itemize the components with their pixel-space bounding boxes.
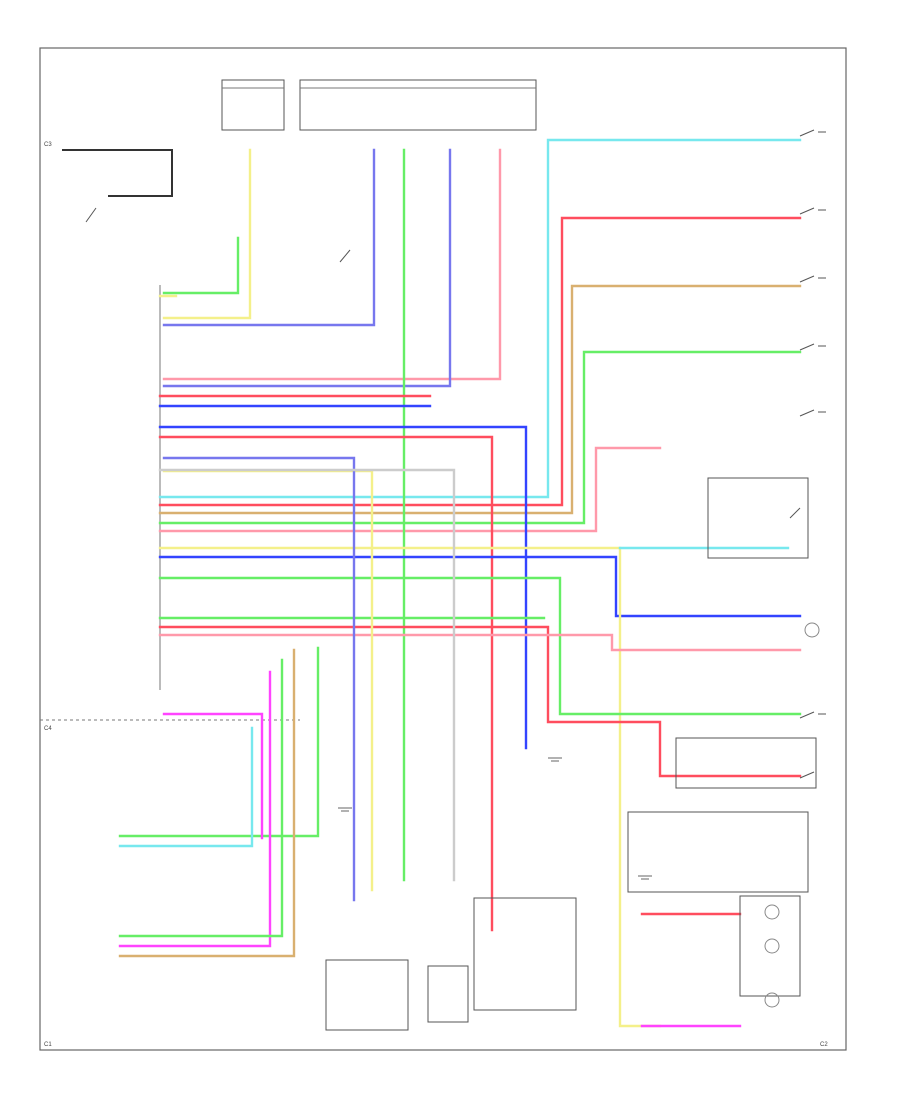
switch-contact-icon [85, 129, 826, 779]
wire-pink [158, 633, 802, 652]
wire-pink [162, 148, 502, 381]
connector-label: C4 [44, 726, 52, 732]
buzzer-icon [764, 992, 780, 1008]
wire-cyan [118, 726, 254, 848]
icons [85, 129, 826, 1008]
right-door-assembly-box [739, 895, 801, 997]
wire-red [158, 625, 802, 778]
wire-red [158, 435, 494, 932]
passenger-door-switch-box [627, 811, 809, 893]
wire-violet [162, 148, 376, 327]
wire-green [162, 236, 240, 295]
connector-label: C2 [820, 1042, 828, 1048]
wire-red [158, 216, 802, 507]
power-window-switch-box [675, 737, 817, 789]
connector-labels: C1 C2 C3 C4 [44, 142, 828, 1048]
lamp-icon [804, 622, 820, 638]
wire-tan [118, 648, 296, 958]
component-boxes [325, 477, 817, 1031]
wire-blue [158, 425, 528, 750]
wire-green [118, 646, 320, 838]
wire-pink [158, 446, 662, 533]
wire-green [118, 658, 284, 938]
wire-green [158, 576, 802, 716]
lamp-icon [764, 938, 780, 954]
wire-violet [162, 148, 452, 388]
fuse-block-left [221, 79, 285, 131]
wire-blue [158, 555, 802, 618]
wire-light-gray [158, 468, 456, 882]
wire-cyan [158, 138, 802, 499]
connector-label: C1 [44, 1042, 52, 1048]
fuse-block-right [299, 79, 537, 131]
lamp-icon [764, 904, 780, 920]
wire-black [62, 149, 173, 197]
connector-label: C3 [44, 142, 52, 148]
body-control-module-block [40, 285, 300, 721]
wire-magenta [162, 712, 264, 840]
wire-yellow [162, 148, 252, 320]
combination-meter-box [325, 959, 409, 1031]
wire-harness [62, 138, 802, 1028]
inner-lock-box [427, 965, 469, 1023]
wire-magenta [118, 670, 272, 948]
wire-yellow [158, 546, 662, 1028]
wire-yellow [162, 469, 374, 892]
diagram-frame [39, 47, 847, 1051]
ground-icon [338, 757, 652, 880]
door-switch-box [707, 477, 809, 559]
wire-tan [158, 284, 802, 515]
wire-violet [162, 456, 356, 902]
left-front-door-lock-actuator-box [473, 897, 577, 1011]
